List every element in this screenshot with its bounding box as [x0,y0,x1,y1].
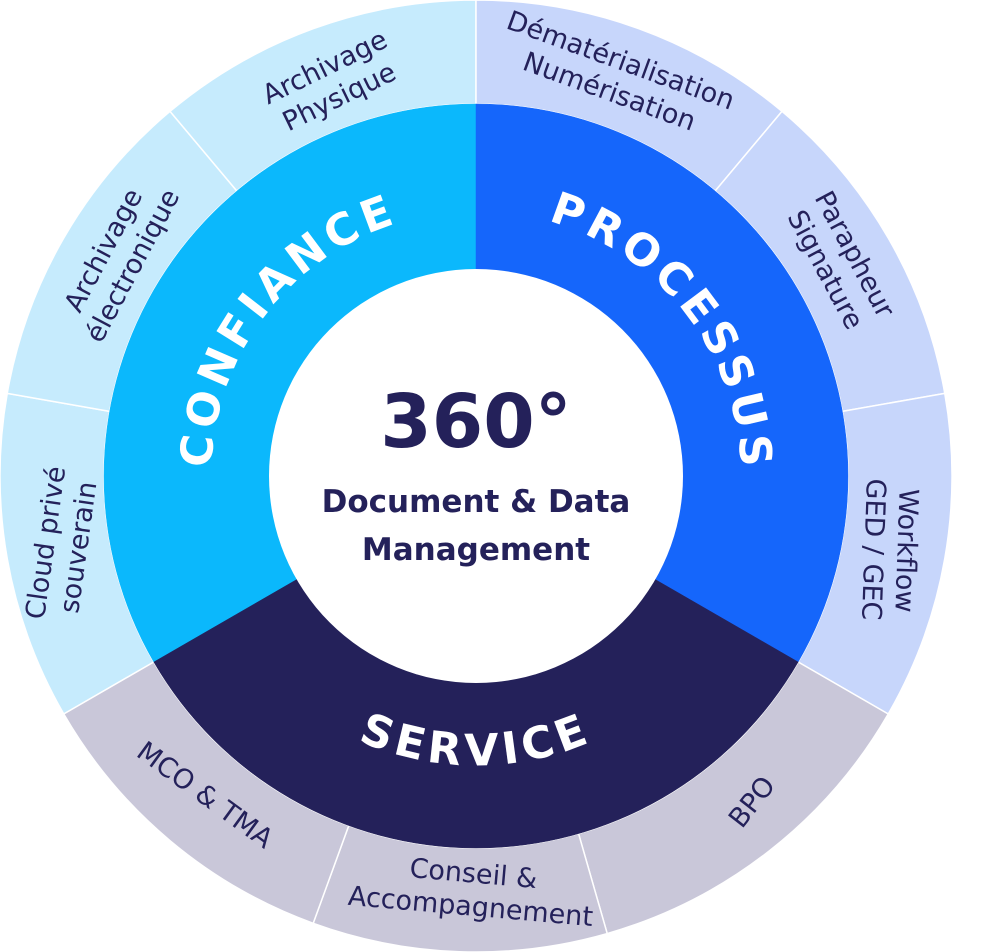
outer-label-line: Workflow [888,488,923,613]
outer-label-line: GED / GEC [855,478,891,621]
center-title: 360° [380,379,571,465]
center-circle [269,269,683,683]
outer-label-workflow: WorkflowGED / GEC [855,478,924,622]
center-subtitle-line1: Document & Data [322,484,631,520]
center-subtitle-line2: Management [362,532,590,568]
